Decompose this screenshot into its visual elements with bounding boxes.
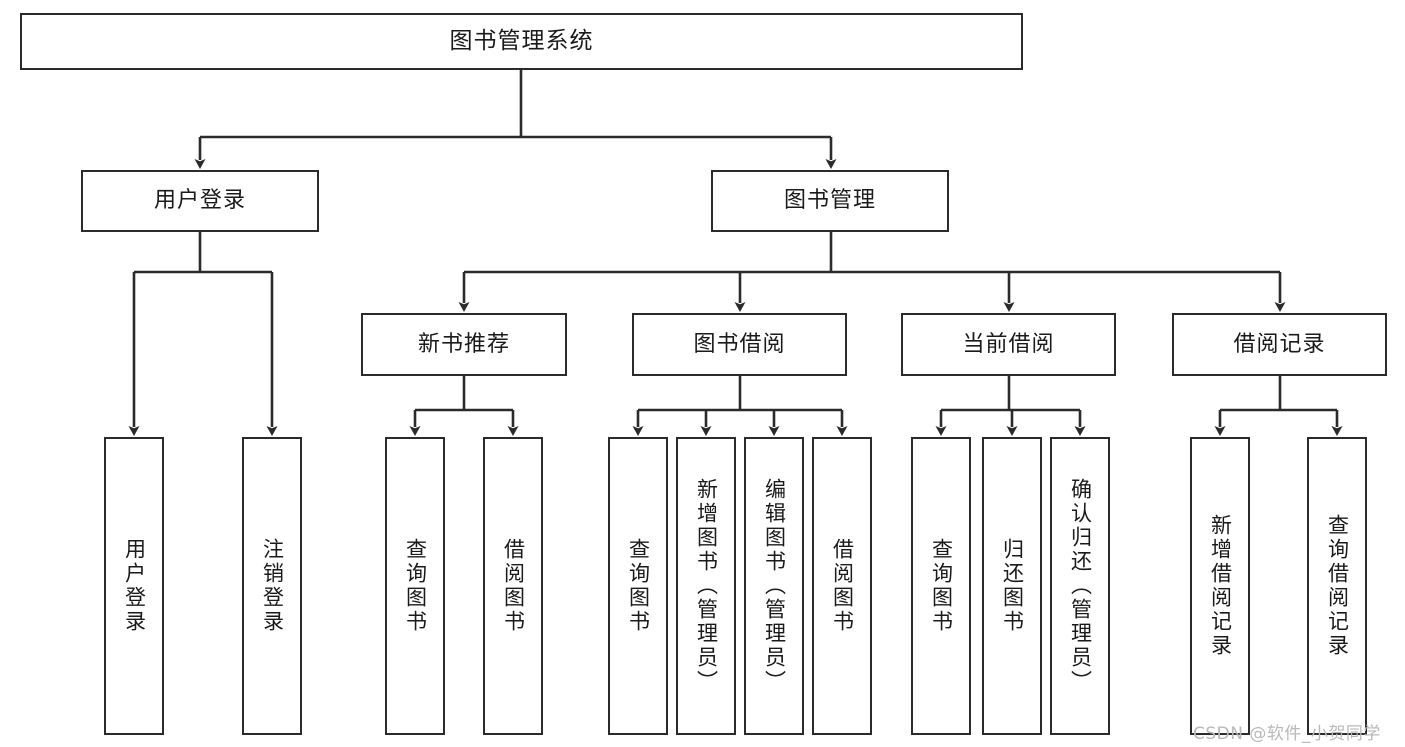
- leaf-label: 新增借阅记录: [1208, 514, 1233, 658]
- leaf-query-book-3[interactable]: 查询图书: [911, 437, 971, 735]
- leaf-add-record[interactable]: 新增借阅记录: [1190, 437, 1250, 735]
- leaf-user-login[interactable]: 用户登录: [104, 437, 164, 735]
- leaf-return-book[interactable]: 归还图书: [982, 437, 1042, 735]
- leaf-borrow-book-2[interactable]: 借阅图书: [812, 437, 872, 735]
- leaf-label: 借阅图书: [830, 538, 855, 634]
- leaf-query-record[interactable]: 查询借阅记录: [1307, 437, 1367, 735]
- leaf-query-book-1[interactable]: 查询图书: [385, 437, 445, 735]
- node-book-manage[interactable]: 图书管理: [711, 170, 949, 232]
- node-new-book-recommend[interactable]: 新书推荐: [361, 313, 567, 376]
- leaf-label: 用户登录: [122, 538, 147, 634]
- leaf-user-logout[interactable]: 注销登录: [242, 437, 302, 735]
- csdn-watermark: CSDN @软件_小贺同学: [1193, 724, 1381, 744]
- node-book-borrow[interactable]: 图书借阅: [632, 313, 847, 376]
- leaf-confirm-return[interactable]: 确认归还（管理员）: [1050, 437, 1110, 735]
- leaf-add-book[interactable]: 新增图书（管理员）: [676, 437, 736, 735]
- leaf-label: 查询图书: [403, 538, 428, 634]
- leaf-label: 归还图书: [1000, 538, 1025, 634]
- leaf-label: 查询图书: [626, 538, 651, 634]
- leaf-label: 确认归还（管理员）: [1068, 478, 1093, 694]
- node-borrow-record[interactable]: 借阅记录: [1172, 313, 1387, 376]
- leaf-label: 注销登录: [260, 538, 285, 634]
- node-root[interactable]: 图书管理系统: [20, 13, 1023, 70]
- node-current-borrow[interactable]: 当前借阅: [901, 313, 1116, 376]
- leaf-label: 借阅图书: [501, 538, 526, 634]
- leaf-label: 查询图书: [929, 538, 954, 634]
- node-user-login[interactable]: 用户登录: [81, 170, 319, 232]
- leaf-label: 查询借阅记录: [1325, 514, 1350, 658]
- leaf-label: 编辑图书（管理员）: [762, 478, 787, 694]
- leaf-label: 新增图书（管理员）: [694, 478, 719, 694]
- leaf-edit-book[interactable]: 编辑图书（管理员）: [744, 437, 804, 735]
- leaf-query-book-2[interactable]: 查询图书: [608, 437, 668, 735]
- leaf-borrow-book-1[interactable]: 借阅图书: [483, 437, 543, 735]
